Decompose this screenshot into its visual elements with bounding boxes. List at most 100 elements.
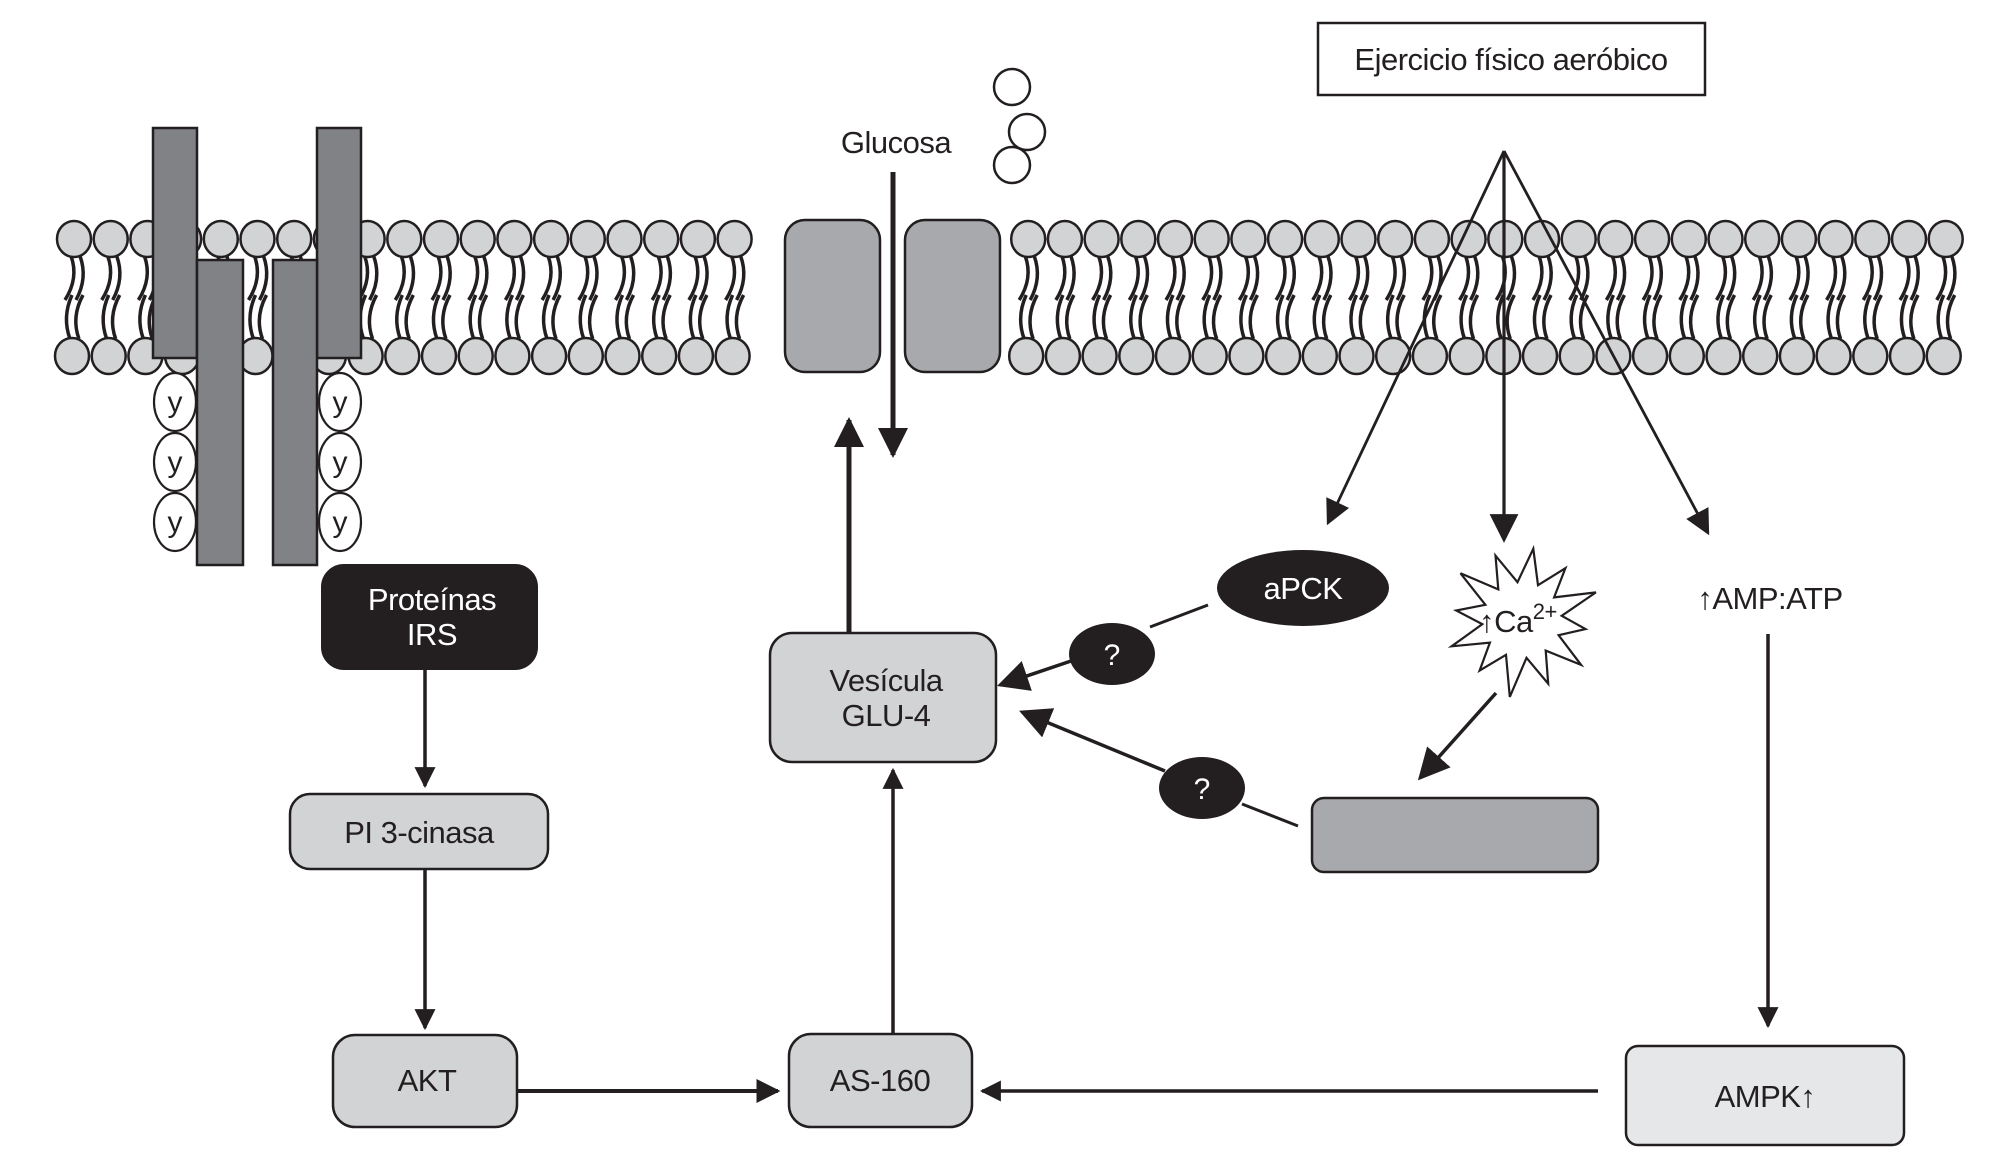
akt-label: AKT <box>398 1063 457 1098</box>
lipid-head <box>1780 219 1818 259</box>
lipid-head <box>1266 219 1304 259</box>
vesicle-label-line2: GLU-4 <box>842 698 931 733</box>
lipid-head <box>386 219 423 259</box>
lipid-head <box>606 219 643 259</box>
lipid-head <box>1852 336 1889 376</box>
phospholipid <box>237 219 276 376</box>
tyrosine-residue: y <box>317 371 363 433</box>
tyrosine-label: y <box>333 446 348 479</box>
lipid-head <box>422 219 460 259</box>
lipid-head <box>1668 336 1706 376</box>
phospholipid <box>714 219 753 376</box>
exercise-box[interactable]: Ejercicio físico aeróbico <box>1316 21 1707 97</box>
glut4-vesicle-node[interactable]: Vesícula GLU-4 <box>768 631 998 764</box>
irs-label-line2: IRS <box>407 617 457 652</box>
lipid-head <box>1007 336 1045 376</box>
lipid-head <box>1927 219 1964 259</box>
pi3k-node[interactable]: PI 3-cinasa <box>288 792 550 871</box>
vesicle-label-line1: Vesícula <box>829 663 943 698</box>
receptor-outer-left-subunit <box>151 126 199 360</box>
akt-node[interactable]: AKT <box>331 1033 519 1129</box>
lipid-head <box>92 219 129 259</box>
exercise-to-amp-atp-arrow <box>1502 150 1710 536</box>
phospholipid <box>1411 219 1451 376</box>
lipid-head <box>384 336 421 376</box>
glucose-molecule-icon <box>1007 112 1047 152</box>
lipid-head <box>1705 336 1742 376</box>
channel-right-block <box>903 218 1002 374</box>
phospholipid <box>1228 219 1267 376</box>
lipid-head <box>1303 219 1341 259</box>
lipid-head <box>420 336 458 376</box>
phospholipid <box>530 219 570 376</box>
lipid-head <box>1631 336 1669 376</box>
phospholipid <box>677 219 717 376</box>
lipid-head <box>1376 219 1414 259</box>
channel-left-block <box>783 218 882 374</box>
lipid-head <box>496 219 533 259</box>
lipid-head <box>53 336 91 376</box>
tyrosine-residue: y <box>152 371 198 433</box>
lipid-head <box>1560 219 1597 259</box>
calcium-label: ↑Ca2+ <box>1479 599 1557 639</box>
tyrosine-residue: y <box>317 491 363 553</box>
lipid-head <box>459 219 496 259</box>
lipid-head <box>604 336 641 376</box>
phospholipid <box>1301 219 1341 376</box>
phospholipid <box>1925 219 1964 376</box>
lipid-head <box>202 219 240 259</box>
lipid-head <box>275 219 313 259</box>
lipid-head <box>55 219 93 259</box>
unknown1-to-vesicle-arrow <box>997 658 1075 691</box>
lipid-head <box>1230 219 1267 259</box>
ampk-label: AMPK↑ <box>1715 1079 1816 1114</box>
unknown-1-label: ? <box>1104 639 1121 672</box>
lipid-head <box>1558 336 1595 376</box>
pi3k-label: PI 3-cinasa <box>344 815 495 850</box>
lipid-head <box>1670 219 1708 259</box>
phospholipid <box>457 219 496 376</box>
lipid-head <box>1633 219 1671 259</box>
phospholipid <box>1741 219 1781 376</box>
unknown-2-label: ? <box>1194 773 1211 806</box>
glucose-molecule-icon <box>992 67 1032 107</box>
apck-label: aPCK <box>1264 571 1344 606</box>
lipid-head <box>457 336 494 376</box>
lipid-head <box>1707 219 1744 259</box>
phospholipid <box>1815 219 1854 376</box>
lipid-head <box>1081 336 1118 376</box>
unknown-mediator-1[interactable]: ? <box>1069 623 1155 685</box>
calcium-to-calmodulina-arrow <box>1417 691 1498 781</box>
phospholipid <box>1595 219 1634 376</box>
calmodulina-node[interactable] <box>1310 796 1600 874</box>
exercise-label: Ejercicio físico aeróbico <box>1354 42 1667 77</box>
lipid-head <box>1191 336 1228 376</box>
as160-node[interactable]: AS-160 <box>787 1032 974 1129</box>
tyrosine-residue: y <box>152 431 198 493</box>
unknown2-to-vesicle-arrow <box>1019 708 1166 773</box>
lipid-head <box>1743 219 1781 259</box>
phospholipid <box>1558 219 1597 376</box>
apck-node[interactable]: aPCK <box>1217 550 1389 626</box>
lipid-head <box>1925 336 1962 376</box>
ampk-node[interactable]: AMPK↑ <box>1624 1044 1906 1147</box>
lipid-head <box>532 219 570 259</box>
glut4-channel[interactable] <box>783 218 1002 374</box>
lipid-head <box>494 336 531 376</box>
lipid-head <box>1340 219 1377 259</box>
phospholipid <box>1448 219 1487 376</box>
phospholipid <box>1668 219 1708 376</box>
lipid-head <box>1450 219 1487 259</box>
phospholipid <box>420 219 460 376</box>
calcium-increase-node[interactable]: ↑Ca2+ <box>1447 544 1597 698</box>
irs-proteins-node[interactable]: Proteínas IRS <box>321 564 538 670</box>
lipid-head <box>1193 219 1230 259</box>
unknown-mediator-2[interactable]: ? <box>1159 757 1245 819</box>
lipid-head <box>677 336 715 376</box>
phospholipid <box>1264 219 1304 376</box>
tyrosine-label: y <box>168 446 183 479</box>
phospholipid <box>640 219 680 376</box>
